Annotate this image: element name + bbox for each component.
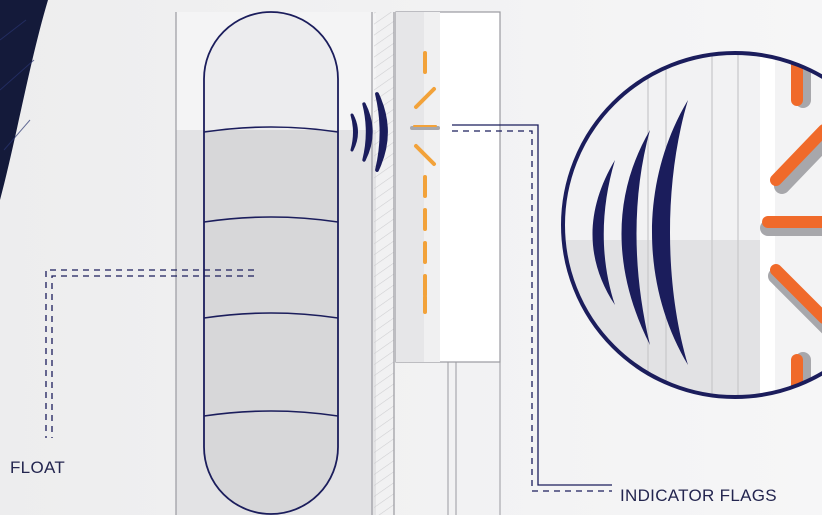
chamber-wall (374, 12, 395, 515)
flags-leader-line (452, 124, 612, 492)
signal-arcs-large-icon (592, 100, 688, 365)
float-label: FLOAT (10, 458, 66, 477)
float-leader-line (45, 269, 254, 438)
indicator-flags-small (410, 51, 440, 314)
signal-arcs-icon (350, 92, 388, 172)
float (203, 11, 339, 515)
indicator-flags-label: INDICATOR FLAGS (620, 486, 777, 505)
dark-corner-graphic (0, 0, 48, 200)
indicator-column (395, 11, 501, 515)
